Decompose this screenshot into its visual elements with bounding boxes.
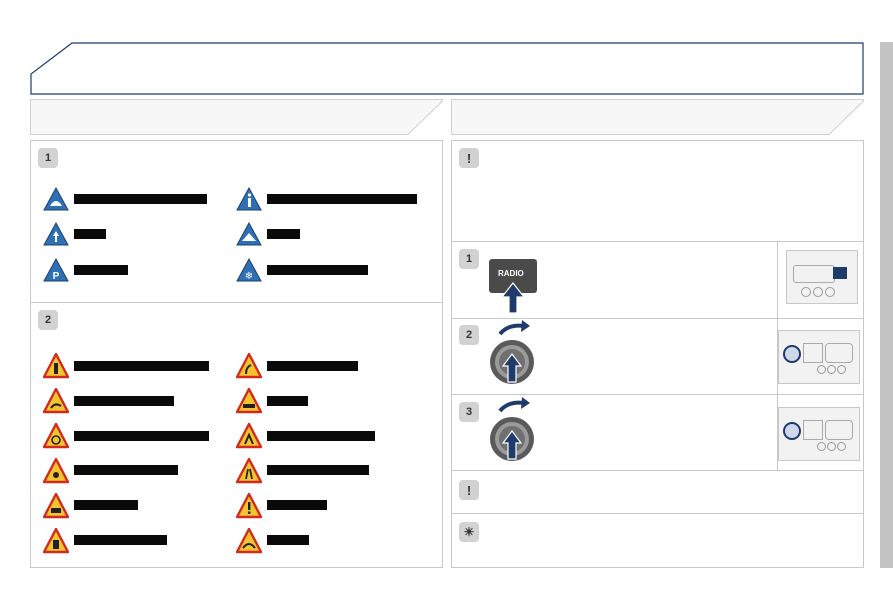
speed-camera-warning-icon	[43, 423, 69, 449]
warning-label-3	[74, 396, 174, 406]
warning-label-2	[267, 361, 358, 371]
step-2-badge: 2	[38, 310, 58, 330]
mountain-pass-info-icon	[236, 222, 262, 246]
direction-arrow-info-icon	[43, 222, 69, 246]
svg-text:❄: ❄	[245, 271, 253, 282]
left-panel	[30, 140, 443, 568]
right-divider-3	[452, 394, 863, 395]
note-2-exclamation-icon: !	[459, 480, 479, 500]
right-divider-5	[452, 513, 863, 514]
tunnel-info-icon	[43, 187, 69, 211]
exclamation-warning-icon	[236, 493, 262, 519]
thumb-column-divider	[777, 242, 778, 470]
right-step-1-badge: 1	[459, 249, 479, 269]
press-arrow-icon	[500, 282, 526, 314]
step-1-badge: 1	[38, 148, 58, 168]
left-divider	[31, 302, 442, 303]
warning-label-9	[74, 500, 138, 510]
warning-label-10	[267, 500, 327, 510]
narrow-road-warning-icon	[236, 458, 262, 484]
rotary-knob-icon	[490, 320, 534, 384]
rotary-knob-icon-2	[490, 397, 534, 461]
right-divider-1	[452, 241, 863, 242]
right-divider-2	[452, 318, 863, 319]
right-step-3-badge: 3	[459, 402, 479, 422]
radio-panel-thumbnail-1	[786, 250, 858, 304]
bend-warning-icon	[236, 353, 262, 379]
info-label-5	[74, 265, 128, 275]
chapter-side-tab	[880, 42, 893, 568]
info-label-3	[74, 229, 106, 239]
dot-warning-icon	[43, 458, 69, 484]
warning-label-1	[74, 361, 209, 371]
svg-text:P: P	[53, 271, 60, 282]
note-exclamation-icon: !	[459, 148, 479, 168]
radio-panel-thumbnail-3	[778, 407, 860, 461]
title-bar	[30, 42, 864, 95]
warning-label-11	[74, 535, 167, 545]
roadworks-warning-icon	[236, 423, 262, 449]
info-label-1	[74, 194, 207, 204]
right-divider-4	[452, 470, 863, 471]
skid-warning-icon	[236, 528, 262, 554]
snowflake-info-icon: ❄	[236, 258, 262, 282]
info-i-icon	[236, 187, 262, 211]
warning-label-5	[74, 431, 209, 441]
fuel-warning-icon	[43, 528, 69, 554]
slippery-road-warning-icon	[43, 388, 69, 414]
info-label-6	[267, 265, 368, 275]
traffic-light-warning-icon	[43, 353, 69, 379]
parking-info-icon: P	[43, 258, 69, 282]
right-section-header	[451, 99, 864, 135]
car-crash-warning-icon	[236, 388, 262, 414]
radio-button-label: RADIO	[498, 269, 524, 278]
warning-label-6	[267, 431, 375, 441]
tip-sun-icon: ☀	[459, 522, 479, 542]
left-section-header	[30, 99, 443, 135]
warning-label-12	[267, 535, 309, 545]
warning-label-8	[267, 465, 369, 475]
warning-label-7	[74, 465, 178, 475]
info-label-4	[267, 229, 300, 239]
queue-warning-icon	[43, 493, 69, 519]
right-step-2-badge: 2	[459, 325, 479, 345]
warning-label-4	[267, 396, 308, 406]
info-label-2	[267, 194, 417, 204]
radio-panel-thumbnail-2	[778, 330, 860, 384]
